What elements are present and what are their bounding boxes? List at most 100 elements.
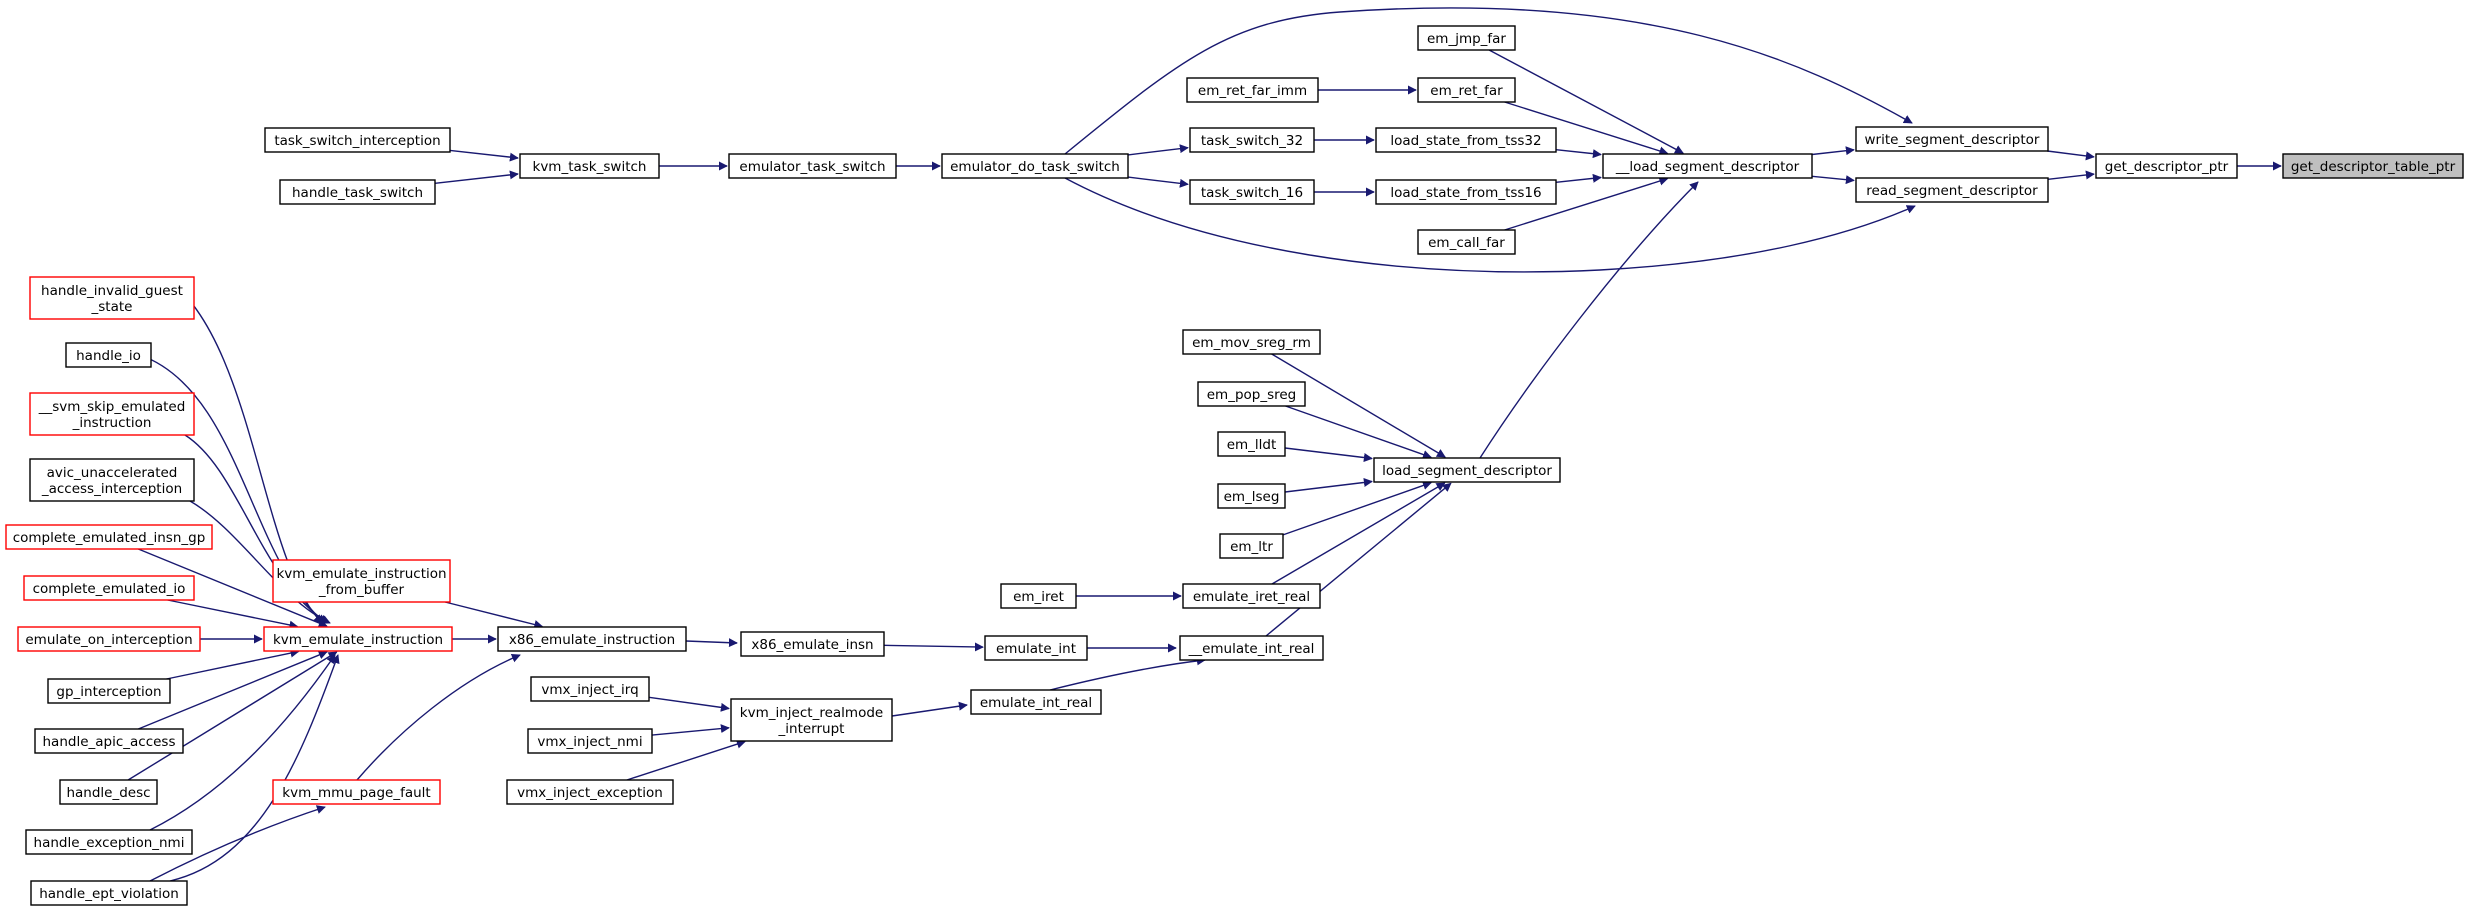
node-label: em_lldt	[1227, 437, 1277, 453]
node-em_ret_far[interactable]: em_ret_far	[1417, 77, 1516, 103]
node-x86_emulate_insn[interactable]: x86_emulate_insn	[740, 631, 885, 657]
node-box	[1855, 126, 2049, 152]
node-vmx_inject_exception[interactable]: vmx_inject_exception	[506, 779, 674, 805]
node-task_switch_32[interactable]: task_switch_32	[1189, 127, 1315, 153]
node-box	[1182, 329, 1321, 355]
node-handle_exception_nmi[interactable]: handle_exception_nmi	[25, 829, 193, 855]
node-label: load_state_from_tss16	[1390, 185, 1541, 201]
node-box	[519, 153, 660, 179]
node-task_switch_16[interactable]: task_switch_16	[1189, 179, 1315, 205]
edge-load_segment_descriptor-to-__load_segment_descriptor	[1479, 181, 1699, 459]
node-task_switch_interception[interactable]: task_switch_interception	[264, 127, 451, 153]
node-em_call_far[interactable]: em_call_far	[1417, 229, 1516, 255]
node-box	[1217, 431, 1286, 457]
node-box	[1375, 179, 1557, 205]
node-box	[941, 153, 1129, 179]
node-x86_emulate_instruction[interactable]: x86_emulate_instruction	[497, 626, 687, 652]
node-em_iret[interactable]: em_iret	[1000, 583, 1077, 609]
node-vmx_inject_irq[interactable]: vmx_inject_irq	[530, 676, 650, 702]
node-label: task_switch_interception	[274, 133, 440, 149]
node-label: kvm_mmu_page_fault	[282, 785, 430, 801]
node-box	[29, 276, 195, 320]
node-label: em_lseg	[1224, 489, 1280, 505]
node-em_lldt[interactable]: em_lldt	[1217, 431, 1286, 457]
node-load_segment_descriptor[interactable]: load_segment_descriptor	[1373, 457, 1561, 483]
node-kvm_task_switch[interactable]: kvm_task_switch	[519, 153, 660, 179]
node-label: handle_apic_access	[42, 734, 175, 750]
edge-kvm_mmu_page_fault-to-x86_emulate_instruction	[356, 653, 521, 781]
node-load_state_from_tss32[interactable]: load_state_from_tss32	[1375, 127, 1557, 153]
node-em_ltr[interactable]: em_ltr	[1219, 533, 1284, 559]
node-vmx_inject_nmi[interactable]: vmx_inject_nmi	[527, 728, 653, 754]
node-box	[1182, 583, 1321, 609]
node-kvm_emulate_instruction[interactable]: kvm_emulate_instruction	[263, 626, 453, 652]
edge-__load_segment_descriptor-to-write_segment_descriptor	[1811, 146, 1855, 156]
node-__svm_skip_emulated_instruction[interactable]: __svm_skip_emulated_instruction	[29, 392, 195, 436]
node-label: load_segment_descriptor	[1382, 463, 1552, 479]
node-gp_interception[interactable]: gp_interception	[47, 678, 171, 704]
edge-load_state_from_tss16-to-__load_segment_descriptor	[1555, 173, 1602, 183]
node-emulate_int_real[interactable]: emulate_int_real	[970, 689, 1102, 715]
node-box	[1219, 533, 1284, 559]
node-box	[984, 635, 1088, 661]
node-handle_invalid_guest_state[interactable]: handle_invalid_guest_state	[29, 276, 195, 320]
edge-handle_ept_violation-to-kvm_mmu_page_fault	[149, 805, 326, 882]
node-avic_unaccelerated_access_interception[interactable]: avic_unaccelerated_access_interception	[29, 458, 195, 502]
node-__emulate_int_real[interactable]: __emulate_int_real	[1179, 635, 1324, 661]
node-box	[1189, 179, 1315, 205]
node-handle_task_switch[interactable]: handle_task_switch	[279, 179, 436, 205]
node-load_state_from_tss16[interactable]: load_state_from_tss16	[1375, 179, 1557, 205]
node-get_descriptor_ptr[interactable]: get_descriptor_ptr	[2095, 153, 2238, 179]
edge-handle_apic_access-to-kvm_emulate_instruction	[138, 650, 328, 730]
node-box	[264, 127, 451, 153]
node-emulate_iret_real[interactable]: emulate_iret_real	[1182, 583, 1321, 609]
node-complete_emulated_insn_gp[interactable]: complete_emulated_insn_gp	[5, 524, 213, 550]
node-box	[25, 829, 193, 855]
edge-write_segment_descriptor-to-get_descriptor_ptr	[2047, 150, 2095, 161]
edge-handle_task_switch-to-kvm_task_switch	[434, 170, 519, 184]
node-box	[59, 779, 158, 805]
node-box	[1197, 381, 1306, 407]
node-kvm_mmu_page_fault[interactable]: kvm_mmu_page_fault	[272, 779, 441, 805]
node-box	[497, 626, 687, 652]
node-complete_emulated_io[interactable]: complete_emulated_io	[23, 575, 195, 601]
node-label: kvm_emulate_instruction	[276, 566, 446, 582]
node-write_segment_descriptor[interactable]: write_segment_descriptor	[1855, 126, 2049, 152]
node-em_pop_sreg[interactable]: em_pop_sreg	[1197, 381, 1306, 407]
node-box	[65, 342, 152, 368]
edge-emulate_int_real-to-__emulate_int_real	[1049, 656, 1206, 691]
node-get_descriptor_table_ptr[interactable]: get_descriptor_table_ptr	[2282, 153, 2464, 179]
node-box	[29, 392, 195, 436]
node-emulator_do_task_switch[interactable]: emulator_do_task_switch	[941, 153, 1129, 179]
node-handle_desc[interactable]: handle_desc	[59, 779, 158, 805]
node-label: em_pop_sreg	[1207, 387, 1297, 403]
node-box	[530, 676, 650, 702]
node-handle_ept_violation[interactable]: handle_ept_violation	[30, 880, 188, 906]
edges-layer	[127, 7, 2282, 882]
node-emulate_int[interactable]: emulate_int	[984, 635, 1088, 661]
node-label: kvm_task_switch	[533, 159, 647, 175]
node-box	[29, 458, 195, 502]
node-emulator_task_switch[interactable]: emulator_task_switch	[728, 153, 897, 179]
edge-complete_emulated_io-to-kvm_emulate_instruction	[167, 599, 299, 630]
node-emulate_on_interception[interactable]: emulate_on_interception	[17, 626, 201, 652]
node-kvm_inject_realmode_interrupt[interactable]: kvm_inject_realmode_interrupt	[730, 698, 893, 742]
node-em_mov_sreg_rm[interactable]: em_mov_sreg_rm	[1182, 329, 1321, 355]
node-label: handle_ept_violation	[39, 886, 179, 902]
edge-emulator_do_task_switch-to-task_switch_16	[1127, 176, 1189, 188]
node-label: complete_emulated_io	[33, 581, 186, 597]
node-em_ret_far_imm[interactable]: em_ret_far_imm	[1186, 77, 1319, 103]
node-kvm_emulate_instruction_from_buffer[interactable]: kvm_emulate_instruction_from_buffer	[272, 559, 451, 603]
node-label: handle_invalid_guest	[41, 283, 183, 299]
node-read_segment_descriptor[interactable]: read_segment_descriptor	[1855, 177, 2049, 203]
node-label: handle_exception_nmi	[34, 835, 185, 851]
node-em_jmp_far[interactable]: em_jmp_far	[1417, 25, 1516, 51]
node-__load_segment_descriptor[interactable]: __load_segment_descriptor	[1602, 153, 1813, 179]
node-handle_apic_access[interactable]: handle_apic_access	[34, 728, 184, 754]
node-em_lseg[interactable]: em_lseg	[1217, 483, 1286, 509]
edge-x86_emulate_instruction-to-x86_emulate_insn	[685, 638, 738, 648]
node-label: handle_task_switch	[292, 185, 423, 201]
node-handle_io[interactable]: handle_io	[65, 342, 152, 368]
node-label: em_jmp_far	[1427, 31, 1506, 47]
